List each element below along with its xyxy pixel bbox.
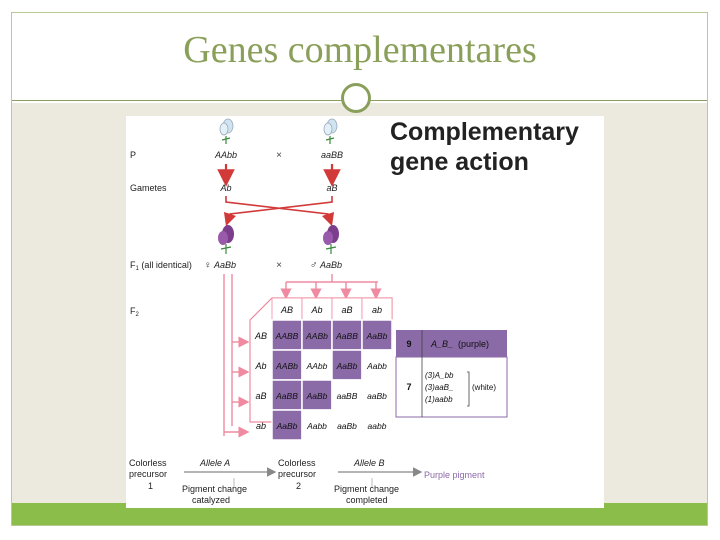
punnett-cell: AaBb [366, 331, 388, 341]
punnett-cell: AABB [275, 331, 299, 341]
figure-heading-line2: gene action [390, 148, 529, 176]
pathway-mid-number: 2 [296, 481, 301, 491]
purple-count: 9 [406, 339, 411, 349]
punnett-cell: AaBb [336, 361, 358, 371]
slide-title: Genes complementares [183, 29, 537, 71]
punnett-row-header: Ab [254, 361, 266, 371]
punnett-cell: aaBb [337, 421, 357, 431]
punnett-col-header: AB [280, 305, 293, 315]
allele-a-label: Allele A [199, 458, 230, 468]
f1-cross-symbol: × [276, 260, 282, 271]
punnett-cell: AAbb [306, 361, 328, 371]
parent-cross-symbol: × [276, 150, 282, 161]
punnett-cell-box [361, 379, 393, 411]
step2-line2: completed [346, 495, 388, 505]
ring-ornament [341, 83, 371, 113]
punnett-col-header: ab [372, 305, 382, 315]
pathway-mid-line1: Colorless [278, 458, 316, 468]
punnett-cell: aaBb [367, 391, 387, 401]
punnett-row-header: ab [256, 421, 266, 431]
slide-frame [11, 12, 708, 526]
cross-arrow-right-to-left [223, 196, 333, 227]
gamete-left: Ab [219, 183, 231, 193]
complementary-gene-diagram: Complementary gene action P Gametes F1 (… [129, 118, 579, 505]
row-label-f1: F1 (all identical) [130, 260, 192, 272]
punnett-cell-box [361, 409, 393, 441]
f1-right-genotype: AaBb [319, 260, 342, 270]
ratio-table: 9 A_B_ (purple) 7 (3)A_bb (3)aaB_ (1)aab… [395, 330, 508, 418]
punnett-cell: Aabb [366, 361, 387, 371]
punnett-cell: AaBb [306, 391, 328, 401]
footer-bar [12, 503, 707, 525]
white-genotype-3: (1)aabb [425, 395, 453, 404]
row-label-p: P [130, 150, 136, 160]
male-symbol: ♂ [310, 260, 318, 271]
white-genotype-2: (3)aaB_ [425, 383, 453, 392]
f1-left-genotype: AaBb [213, 260, 236, 270]
white-count: 7 [406, 382, 411, 392]
punnett-col-header: Ab [310, 305, 322, 315]
parent-right-genotype: aaBB [321, 150, 343, 160]
pathway-start-number: 1 [148, 481, 153, 491]
genetics-figure: Complementary gene action P Gametes F1 (… [126, 116, 604, 508]
female-symbol: ♀ [204, 260, 212, 271]
pathway-start-line1: Colorless [129, 458, 167, 468]
parent-left-genotype: AAbb [214, 150, 237, 160]
step1-line1: Pigment change [182, 484, 247, 494]
pathway-end: Purple pigment [424, 470, 485, 480]
white-genotype-1: (3)A_bb [425, 371, 454, 380]
punnett-cell: AaBb [276, 421, 298, 431]
punnett-cell: AaBB [275, 391, 298, 401]
gamete-right: aB [326, 183, 337, 193]
step1-line2: catalyzed [192, 495, 230, 505]
step2-line1: Pigment change [334, 484, 399, 494]
punnett-col-header: aB [341, 305, 352, 315]
punnett-cell: AaBB [335, 331, 358, 341]
flower-f1-right [323, 225, 339, 254]
punnett-cell: aabb [368, 421, 387, 431]
flower-parent-left [219, 118, 234, 144]
figure-heading-line1: Complementary [390, 118, 579, 146]
purple-genotype: A_B_ [430, 339, 453, 349]
punnett-cell-box [271, 379, 303, 411]
flower-parent-right [323, 118, 338, 144]
pigment-pathway: Colorless precursor 1 Allele A Pigment c… [129, 458, 485, 505]
purple-label: (purple) [458, 339, 489, 349]
row-label-gametes: Gametes [130, 183, 167, 193]
pink-flow-lines [223, 274, 382, 438]
row-label-f2: F2 [130, 306, 140, 318]
punnett-cell-box [271, 319, 303, 351]
flower-f1-left [218, 225, 234, 254]
punnett-cell: Aabb [306, 421, 327, 431]
punnett-cell: aaBB [337, 391, 358, 401]
punnett-cell: AABb [275, 361, 298, 371]
punnett-cell-box [301, 319, 333, 351]
punnett-row-header: AB [254, 331, 267, 341]
punnett-cell: AABb [305, 331, 328, 341]
punnett-row-header: aB [255, 391, 266, 401]
allele-b-label: Allele B [353, 458, 385, 468]
pathway-mid-line2: precursor [278, 469, 316, 479]
white-label: (white) [472, 383, 496, 392]
pathway-start-line2: precursor [129, 469, 167, 479]
